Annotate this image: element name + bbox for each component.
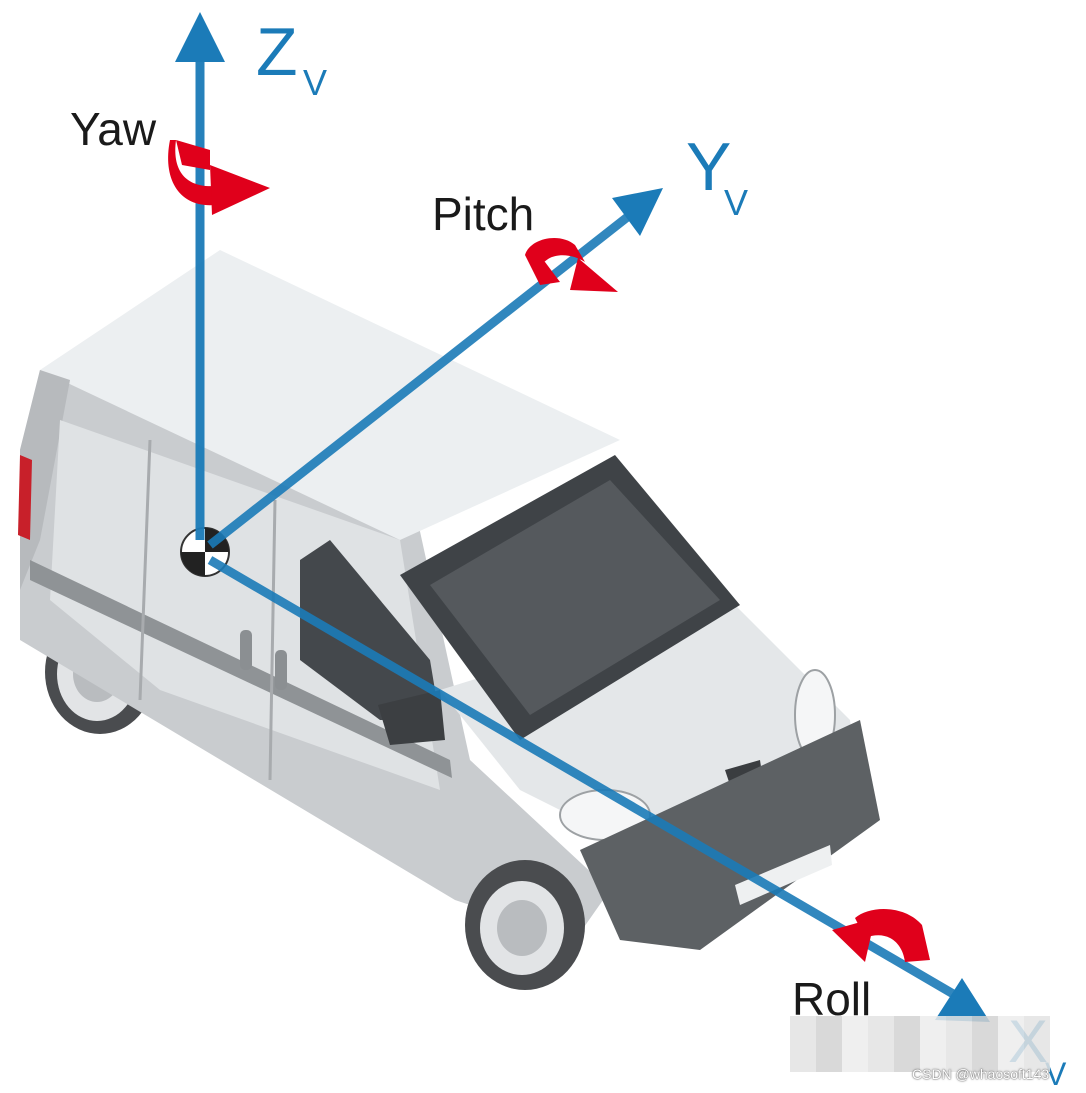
pitch-rotation-arrow — [525, 237, 618, 292]
x-axis-subscript: V — [1045, 1056, 1067, 1092]
yaw-rotation-arrow — [168, 140, 270, 215]
watermark-text: CSDN @whaosoft143 — [912, 1066, 1050, 1082]
roll-rotation-arrow — [832, 908, 930, 962]
yaw-label: Yaw — [70, 103, 157, 155]
van-roof — [40, 250, 620, 540]
z-axis-subscript: V — [303, 62, 327, 103]
vehicle-axes — [175, 12, 990, 1022]
y-axis-subscript: V — [724, 182, 748, 223]
z-axis-label: Z — [256, 14, 298, 90]
y-axis-label: Y — [686, 129, 731, 205]
x-axis — [207, 556, 958, 999]
front-bumper — [580, 720, 880, 950]
blurred-overlay — [790, 1016, 1050, 1072]
y-axis — [207, 211, 633, 549]
side-mirror — [378, 690, 445, 745]
pitch-label: Pitch — [432, 188, 534, 240]
